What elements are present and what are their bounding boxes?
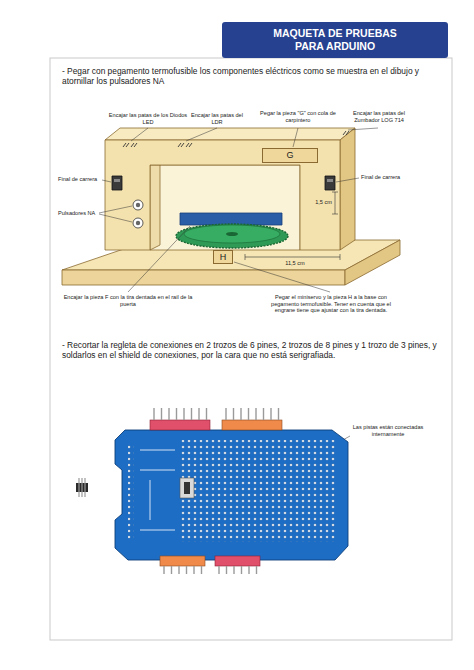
callout-label: Pegar la pieza "G" con cola de carpinter… xyxy=(258,110,338,123)
callout-label: Las pistas están conectadas internamente xyxy=(352,424,424,437)
header-pin xyxy=(233,566,234,574)
header-pin xyxy=(163,566,164,574)
header-pin xyxy=(206,408,207,420)
piece-letter: H xyxy=(220,253,227,262)
header-pin xyxy=(240,408,241,420)
header-pin xyxy=(168,408,169,420)
piece-box: H xyxy=(213,250,233,264)
header-pin xyxy=(161,408,162,420)
header-pin xyxy=(263,408,264,420)
header-pin xyxy=(218,566,219,574)
header-pin xyxy=(178,566,179,574)
header-pin xyxy=(248,566,249,574)
dimension-lines xyxy=(245,192,340,260)
header-pin xyxy=(176,408,177,420)
dimension-label: 11,5 cm xyxy=(278,260,312,267)
page-frame xyxy=(50,58,452,640)
title-box: MAQUETA DE PRUEBAS PARA ARDUINO xyxy=(222,22,448,58)
instruction-text: - Recortar la regleta de conexiones en 2… xyxy=(62,340,442,360)
wooden-mockup xyxy=(62,128,400,285)
callout-label: Pulsadores NA xyxy=(58,210,100,217)
callout-label: Encajar las patas del Zumbador LOG 714 xyxy=(340,110,418,123)
title-text: MAQUETA DE PRUEBAS PARA ARDUINO xyxy=(271,27,399,52)
piece-letter: G xyxy=(286,151,293,160)
header-pin xyxy=(198,408,199,420)
callout-label: Final de carrera xyxy=(361,174,411,181)
instruction-text: - Pegar con pegamento termofusible los c… xyxy=(62,66,442,86)
header-pin xyxy=(201,566,202,574)
callout-label: Final de carrera xyxy=(58,176,104,183)
header-pin xyxy=(186,566,187,574)
header-pin xyxy=(256,566,257,574)
dimension-label: 1,5 cm xyxy=(304,199,332,206)
piece-box: G xyxy=(262,148,318,163)
callout-label: Encajar las patas del LDR xyxy=(188,112,246,125)
header-pin xyxy=(183,408,184,420)
header-pin xyxy=(241,566,242,574)
header-pin xyxy=(225,408,226,420)
header-pin xyxy=(171,566,172,574)
callout-label: Encajar las patas de los Diodos LED xyxy=(108,112,188,125)
header-pin xyxy=(226,566,227,574)
header-pin xyxy=(191,408,192,420)
header-pin xyxy=(233,408,234,420)
header-pin xyxy=(278,408,279,420)
callout-label: Pegar el miniservo y la pieza H a la bas… xyxy=(262,294,400,314)
header-pin xyxy=(270,408,271,420)
header-pin xyxy=(153,408,154,420)
header-pin xyxy=(255,408,256,420)
leader-lines xyxy=(99,128,378,446)
callout-label: Encajar la pieza F con la tira dentada e… xyxy=(58,294,198,307)
header-pin xyxy=(248,408,249,420)
header-pin xyxy=(193,566,194,574)
arduino-shield xyxy=(76,408,348,574)
